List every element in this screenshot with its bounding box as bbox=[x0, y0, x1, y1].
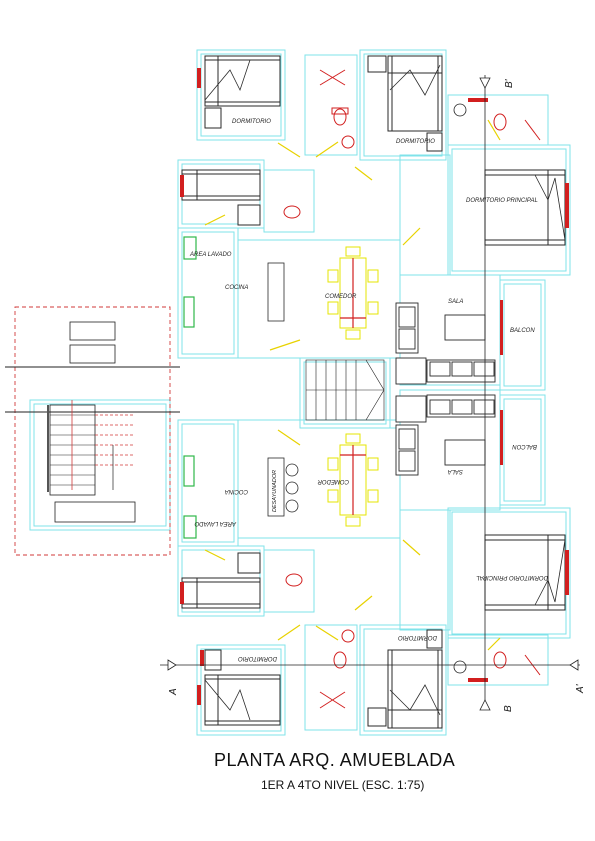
sinks-green bbox=[183, 236, 197, 539]
room-label: COMEDOR bbox=[317, 478, 349, 484]
walls bbox=[29, 49, 571, 736]
bath-fixtures bbox=[283, 69, 541, 709]
kitchen-counters bbox=[267, 262, 299, 517]
drawing-subtitle: 1ER A 4TO NIVEL (ESC. 1:75) bbox=[261, 778, 425, 792]
room-label: DORMITORIO PRINCIPAL bbox=[476, 574, 548, 580]
window-bars bbox=[180, 68, 569, 705]
room-label: AREA LAVADO bbox=[194, 520, 237, 526]
section-mark-a-left: A bbox=[168, 688, 179, 696]
drawing-title: PLANTA ARQ. AMUEBLADA bbox=[214, 750, 456, 770]
bed-folds bbox=[204, 59, 566, 721]
section-marks: B' B A A' bbox=[168, 78, 586, 712]
section-mark-b-bottom: B bbox=[503, 705, 514, 712]
room-label: DORMITORIO PRINCIPAL bbox=[466, 198, 538, 204]
room-label: DORMITORIO bbox=[238, 655, 277, 661]
room-label: DORMITORIO bbox=[232, 119, 271, 125]
room-label: AREA LAVADO bbox=[189, 252, 232, 258]
section-mark-a-right: A' bbox=[575, 683, 586, 694]
exterior-stair bbox=[5, 306, 180, 556]
beds bbox=[181, 55, 566, 729]
room-labels: DORMITORIO DORMITORIO DORMITORIO PRINCIP… bbox=[189, 119, 548, 661]
dining-red-lines bbox=[340, 258, 366, 515]
room-label: BALCON bbox=[512, 443, 537, 449]
section-lines bbox=[160, 75, 580, 711]
door-swings bbox=[204, 119, 501, 651]
section-mark-b-top: B' bbox=[504, 78, 515, 88]
room-label: DORMITORIO bbox=[396, 139, 435, 145]
room-label: COCINA bbox=[225, 488, 248, 494]
room-label: DORMITORIO bbox=[398, 634, 437, 640]
sofas bbox=[395, 302, 496, 476]
room-label: DESAYUNADOR bbox=[272, 470, 278, 512]
room-label: BALCON bbox=[510, 328, 535, 334]
room-label: SALA bbox=[448, 299, 463, 305]
interior-stair bbox=[305, 359, 385, 421]
room-label: SALA bbox=[448, 468, 463, 474]
room-label: COMEDOR bbox=[325, 294, 357, 300]
room-label: COCINA bbox=[225, 285, 248, 291]
